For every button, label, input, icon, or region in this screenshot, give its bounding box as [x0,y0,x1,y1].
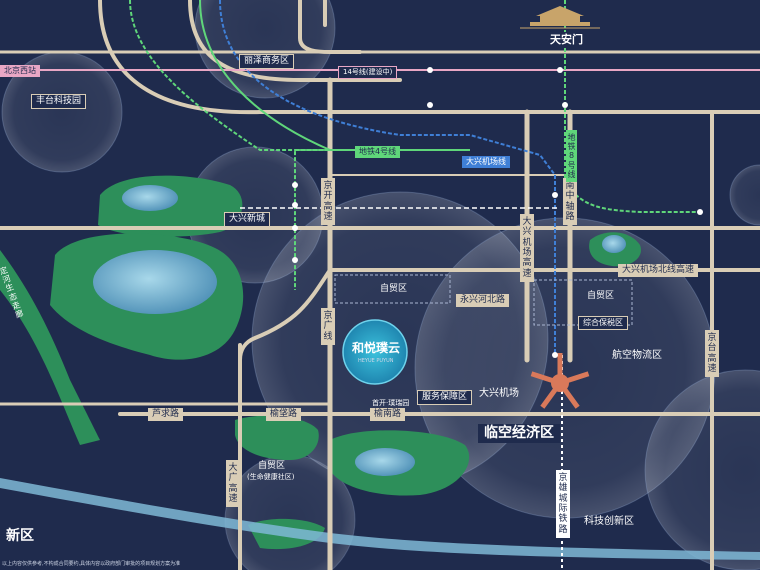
landmark-daxing-airport: 大兴机场 [479,388,519,399]
road-label-yujie: 榆垡路 [266,408,302,421]
landmark-tiananmen: 天安门 [546,32,587,49]
metro-label-line8: 地铁8号线 [566,130,577,182]
road-label-jingxiong-rail: 京雄城际铁路 [556,470,570,539]
zone-free-trade-health-1: 自贸区 [258,461,286,471]
road-label-jingguang: 京广线 [321,308,335,346]
road-jingguang [238,268,332,362]
project-name: 和悦璞云 [352,341,401,355]
road-label-daguang: 大广高速 [226,460,240,508]
zone-service-guarantee: 服务保障区 [417,390,473,405]
zone-aviation-logistics: 航空物流区 [612,350,662,361]
landmark-fengtai: 丰台科技园 [31,94,87,109]
dike-corridor [0,250,100,445]
ring-inner [188,0,402,82]
tiananmen-icon [520,6,600,29]
zone-outline-1 [334,274,451,304]
zone-free-trade-2: 自贸区 [587,291,615,301]
road-label-jingkai: 京开高速 [321,178,335,226]
footnote: 以上内容仅供参考,不构成合同要约,具体内容以政府部门审批的项目规划方案为准 [2,561,181,567]
ring-road-arc [98,0,760,115]
metro-label-airport-line: 大兴机场线 [462,156,510,168]
zone-free-trade-health-2: (生命健康社区) [247,473,295,481]
airport-line [219,0,556,355]
road-label-luqiu: 芦求路 [148,408,184,421]
road-label-daxing-airport-exp: 大兴机场高速 [520,214,534,283]
zone-airport-economic: 临空经济区 [478,424,560,444]
landmark-beijing-west: 北京西站 [0,65,40,77]
project-subtitle: HEYUE PUYUN [358,358,394,364]
river [0,478,760,560]
landmark-daxing-new-city: 大兴新城 [224,212,271,227]
road-label-jingtai: 京台高速 [705,330,719,378]
project-circle [342,319,408,385]
road-label-yongxinghe: 永兴河北路 [456,294,510,307]
zone-comprehensive-bonded: 综合保税区 [578,316,628,330]
line-4-b [199,0,470,151]
zone-free-trade-1: 自贸区 [380,284,408,294]
airport-terminal [530,353,590,409]
road-label-airport-north-line: 大兴机场北线高速 [618,264,699,277]
road-label-nanzhong: 南中轴路 [563,178,577,226]
lake-east [602,235,626,253]
road-label-yunan: 榆南路 [370,408,406,421]
landmark-lize: 丽泽商务区 [239,54,295,69]
lake-south [355,448,415,476]
metro-label-line4: 地铁4号线 [355,146,401,158]
line-4 [129,0,360,290]
lake-north [122,185,178,211]
metro-label-line14: 14号线(建设中) [338,66,398,79]
zone-new-district: 新区 [6,528,34,544]
zone-tech-innovation: 科技创新区 [584,516,634,527]
park-south-west [235,415,319,460]
project-nearby: 首开·璞瑞园 [372,399,410,407]
bubble-east [729,164,760,226]
bubble-tech [644,369,760,570]
lake-main [93,250,217,314]
